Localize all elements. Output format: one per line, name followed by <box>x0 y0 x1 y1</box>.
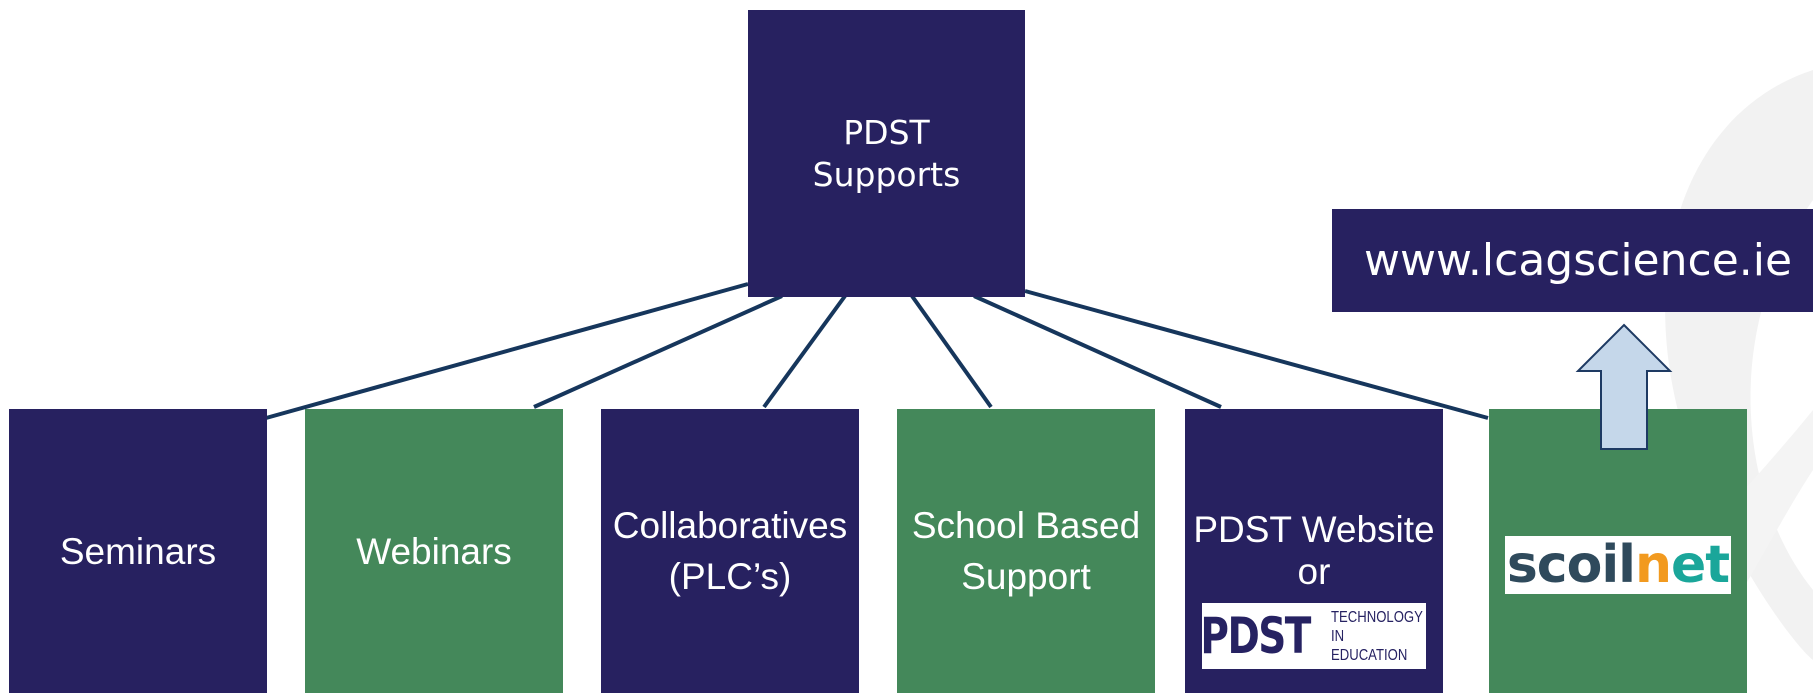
pdst-technology-logo[interactable]: PDST TECHNOLOGY IN EDUCATION <box>1200 603 1426 669</box>
school-based-line-2: Support <box>961 556 1091 597</box>
scoilnet-logo-part-2: n <box>1635 534 1672 595</box>
connector-scoilnet <box>1024 289 1489 420</box>
connector-seminars <box>265 282 749 420</box>
root-line-2: Supports <box>812 154 961 194</box>
connector-website <box>973 294 1222 409</box>
pdst-logo-tagline: TECHNOLOGY IN EDUCATION <box>1331 608 1423 665</box>
pdst-logo-word: PDST <box>1200 607 1311 665</box>
connector-school-based <box>910 294 993 409</box>
school-based-support-box: School Based Support <box>897 409 1155 693</box>
root-line-1: PDST <box>843 112 930 152</box>
scoilnet-logo-part-3: et <box>1671 534 1730 595</box>
school-based-line-1: School Based <box>911 505 1141 546</box>
lcagscience-url-box[interactable]: www.lcagscience.ie <box>1332 209 1813 312</box>
scoilnet-logo-part-1: scoil <box>1506 534 1636 595</box>
seminars-box: Seminars <box>9 409 267 693</box>
collaboratives-line-1: Collaboratives <box>612 505 848 546</box>
webinars-box: Webinars <box>305 409 563 693</box>
collaboratives-line-2: (PLC’s) <box>668 556 792 597</box>
pdst-website-line-1: PDST Website <box>1193 509 1435 550</box>
pdst-tag-line-1: TECHNOLOGY <box>1331 608 1423 626</box>
up-arrow-icon <box>1575 323 1673 450</box>
connector-collaboratives <box>762 294 847 409</box>
webinars-label: Webinars <box>356 530 512 572</box>
collaboratives-box: Collaboratives (PLC’s) <box>601 409 859 693</box>
pdst-website-line-2: or <box>1297 551 1331 592</box>
pdst-supports-box: PDST Supports <box>748 10 1025 297</box>
connector-webinars <box>533 294 783 409</box>
url-text[interactable]: www.lcagscience.ie <box>1364 235 1793 286</box>
pdst-website-box: PDST Website or PDST TECHNOLOGY IN EDUCA… <box>1185 409 1443 693</box>
pdst-tag-line-2: IN EDUCATION <box>1331 627 1408 664</box>
seminars-label: Seminars <box>59 530 217 572</box>
